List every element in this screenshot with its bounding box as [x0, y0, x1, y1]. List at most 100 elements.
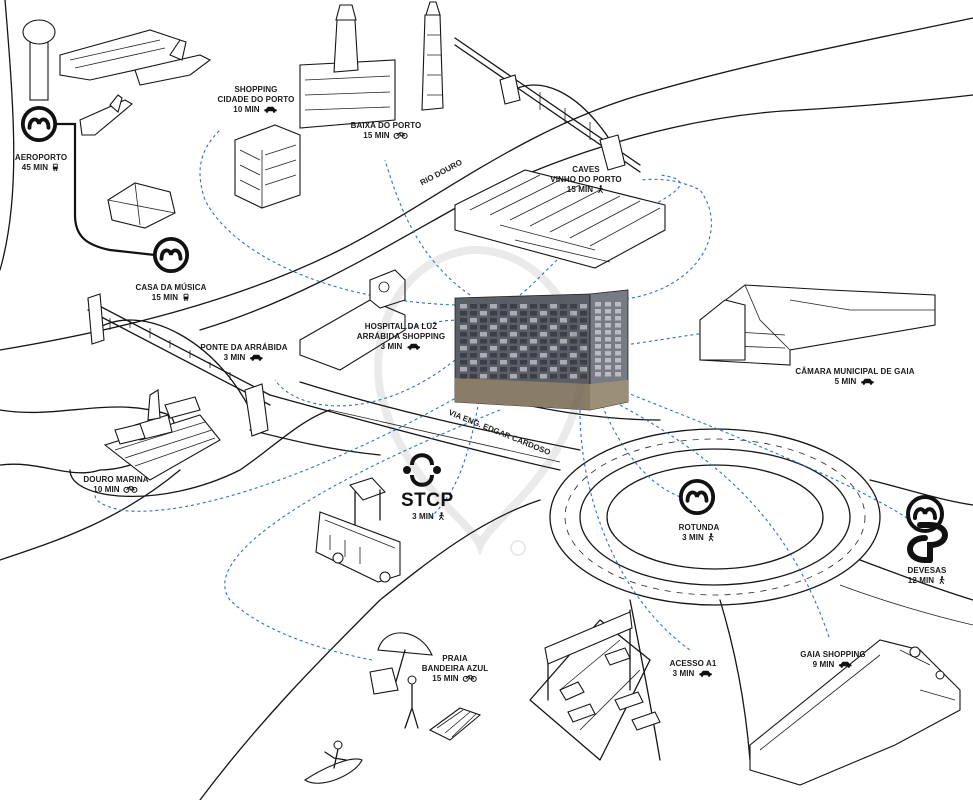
building-window [560, 367, 567, 372]
building-window [580, 318, 587, 323]
label-name: ROTUNDA [678, 523, 720, 532]
building-window [550, 332, 557, 337]
building-window [550, 374, 557, 379]
building-window [470, 339, 477, 344]
label-time: 15 MIN [135, 293, 206, 303]
building-window [615, 323, 621, 328]
gaia-shopping-illustration [749, 639, 961, 786]
label-time: 5 MIN [795, 377, 914, 387]
building-window [570, 318, 577, 323]
cp-rail-icon[interactable] [907, 522, 948, 563]
building-window [580, 367, 587, 372]
building-window [510, 346, 517, 351]
building-window [580, 346, 587, 351]
label-stcp[interactable]: 3 MIN [412, 512, 446, 522]
building-window [605, 323, 611, 328]
baixa-illustration [299, 1, 444, 129]
building-window [570, 367, 577, 372]
building-window [560, 360, 567, 365]
building-window [510, 318, 517, 323]
building-window [510, 325, 517, 330]
arrabida-bridge-illustration [87, 293, 271, 437]
building-window [595, 337, 601, 342]
building-window [490, 346, 497, 351]
building-window [580, 360, 587, 365]
building-window [520, 304, 527, 309]
label-name: BANDEIRA AZUL [421, 664, 489, 673]
building-window [460, 367, 467, 372]
building-window [550, 339, 557, 344]
building-window [595, 365, 601, 370]
route-a1 [579, 409, 691, 651]
label-name: DOURO MARINA [83, 475, 149, 484]
building-window [470, 318, 477, 323]
building-window [550, 360, 557, 365]
stcp-logo-icon[interactable] [403, 453, 441, 487]
building-window [480, 339, 487, 344]
metro-icon-aeroporto[interactable] [20, 105, 58, 143]
building-window [530, 353, 537, 358]
building-window [530, 311, 537, 316]
travel-time: 15 MIN [363, 131, 390, 140]
building-window [510, 339, 517, 344]
building-window [605, 337, 611, 342]
building-window [540, 304, 547, 309]
car-icon [405, 342, 421, 350]
travel-time: 9 MIN [812, 660, 835, 669]
building-window [550, 346, 557, 351]
metro-icon-rotunda[interactable] [678, 478, 716, 516]
building-window [570, 304, 577, 309]
label-name: AEROPORTO [14, 153, 68, 162]
building-window [540, 353, 547, 358]
building-window [500, 332, 507, 337]
label-time: 3 MIN [670, 669, 717, 679]
a1-illustration [544, 609, 661, 731]
building-window [595, 302, 601, 307]
building-window [500, 360, 507, 365]
building-window [500, 353, 507, 358]
building-window [605, 351, 611, 356]
building-window [490, 360, 497, 365]
building-window [460, 360, 467, 365]
building-window [480, 367, 487, 372]
building-window [470, 304, 477, 309]
walk-icon [937, 576, 946, 584]
travel-time: 10 MIN [93, 485, 120, 494]
walk-icon [596, 185, 605, 193]
travel-time: 15 MIN [432, 674, 459, 683]
walk-icon [437, 512, 446, 520]
building-window [595, 330, 601, 335]
building-window [560, 353, 567, 358]
label-name: HOSPITAL DA LUZ [364, 322, 438, 331]
building-window [480, 332, 487, 337]
building-window [550, 367, 557, 372]
casa-da-musica-illustration [107, 182, 176, 229]
shopping-illustration [234, 124, 301, 209]
metro-icon-casa-da-musica[interactable] [152, 236, 190, 274]
label-time: 3 MIN [357, 342, 446, 352]
building-window [570, 339, 577, 344]
travel-time: 45 MIN [21, 163, 49, 172]
metro-line [38, 122, 156, 257]
building-window [490, 339, 497, 344]
building-window [500, 339, 507, 344]
car-icon [263, 105, 279, 113]
building-window [460, 332, 467, 337]
building-window [560, 346, 567, 351]
